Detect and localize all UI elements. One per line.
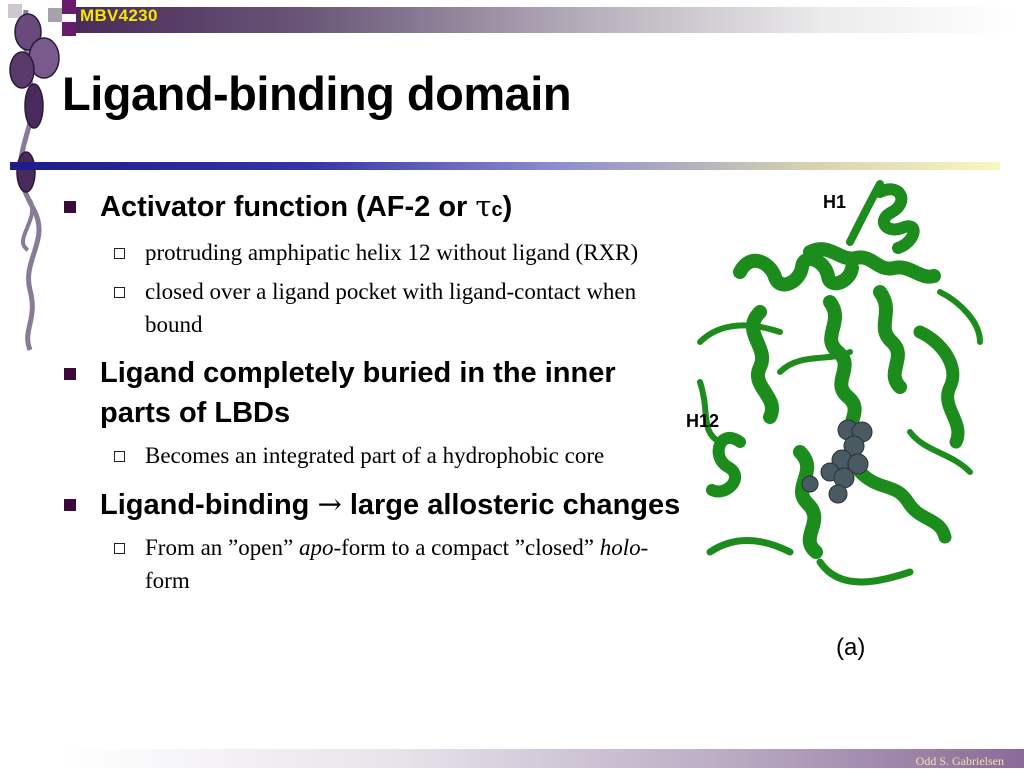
hollow-box-bullet-icon bbox=[114, 451, 125, 462]
checker-square-icon bbox=[62, 22, 76, 36]
sub-bullet-item: protruding amphipatic helix 12 without l… bbox=[114, 236, 692, 269]
apo-term: apo bbox=[298, 535, 334, 560]
helix1-label: H1 bbox=[823, 192, 847, 212]
sub-bullet-item: closed over a ligand pocket with ligand-… bbox=[114, 275, 692, 341]
sub-bullet-item: Becomes an integrated part of a hydropho… bbox=[114, 439, 692, 472]
hollow-box-bullet-icon bbox=[114, 248, 125, 259]
author-name: Odd S. Gabrielsen bbox=[915, 754, 1004, 768]
hollow-box-bullet-icon bbox=[114, 543, 125, 554]
footer-banner bbox=[62, 749, 1024, 768]
course-code: MBV4230 bbox=[80, 6, 158, 25]
square-bullet-icon bbox=[64, 201, 76, 213]
figure-caption: (a) bbox=[836, 634, 866, 661]
slide-title: Ligand-binding domain bbox=[62, 67, 572, 120]
sub-bullet-item: From an ”open” apo-form to a compact ”cl… bbox=[114, 531, 692, 597]
checker-square-icon bbox=[62, 0, 76, 14]
tau-symbol: τ bbox=[475, 189, 492, 223]
checker-square-icon bbox=[48, 8, 62, 22]
title-divider bbox=[10, 162, 1000, 170]
sub-bullet-text: -form to a compact ”closed” bbox=[333, 535, 600, 560]
bullet-item: Activator function (AF-2 or τc) bbox=[62, 186, 692, 230]
square-bullet-icon bbox=[64, 368, 76, 380]
bullet-text: Ligand-binding bbox=[100, 489, 318, 521]
tau-subscript: c bbox=[491, 199, 503, 221]
bullet-text-end: large allosteric changes bbox=[341, 489, 681, 521]
right-arrow-icon: → bbox=[317, 487, 342, 521]
bullet-text-end: ) bbox=[502, 191, 513, 223]
bullet-text: Activator function (AF-2 or bbox=[100, 191, 476, 223]
bullet-list: Activator function (AF-2 or τc) protrudi… bbox=[62, 186, 692, 597]
checker-square-icon bbox=[8, 4, 22, 18]
header-banner bbox=[76, 7, 1016, 33]
bullet-item: Ligand-binding → large allosteric change… bbox=[62, 484, 692, 525]
bullet-item: Ligand completely buried in the inner pa… bbox=[62, 353, 692, 433]
sub-bullet-text: closed over a ligand pocket with ligand-… bbox=[145, 279, 637, 337]
helix12-label: H12 bbox=[686, 411, 720, 431]
sub-bullet-text: protruding amphipatic helix 12 without l… bbox=[145, 240, 639, 265]
sub-bullet-text: Becomes an integrated part of a hydropho… bbox=[145, 443, 605, 468]
sub-bullet-text: From an ”open” bbox=[145, 535, 299, 560]
hollow-box-bullet-icon bbox=[114, 287, 125, 298]
bullet-text: Ligand completely buried in the inner pa… bbox=[100, 357, 616, 429]
sub-bullet-text: -form bbox=[145, 535, 649, 593]
holo-term: holo bbox=[599, 535, 641, 560]
protein-structure-image bbox=[697, 180, 983, 586]
vine-decoration-icon bbox=[9, 9, 60, 351]
square-bullet-icon bbox=[64, 499, 76, 511]
